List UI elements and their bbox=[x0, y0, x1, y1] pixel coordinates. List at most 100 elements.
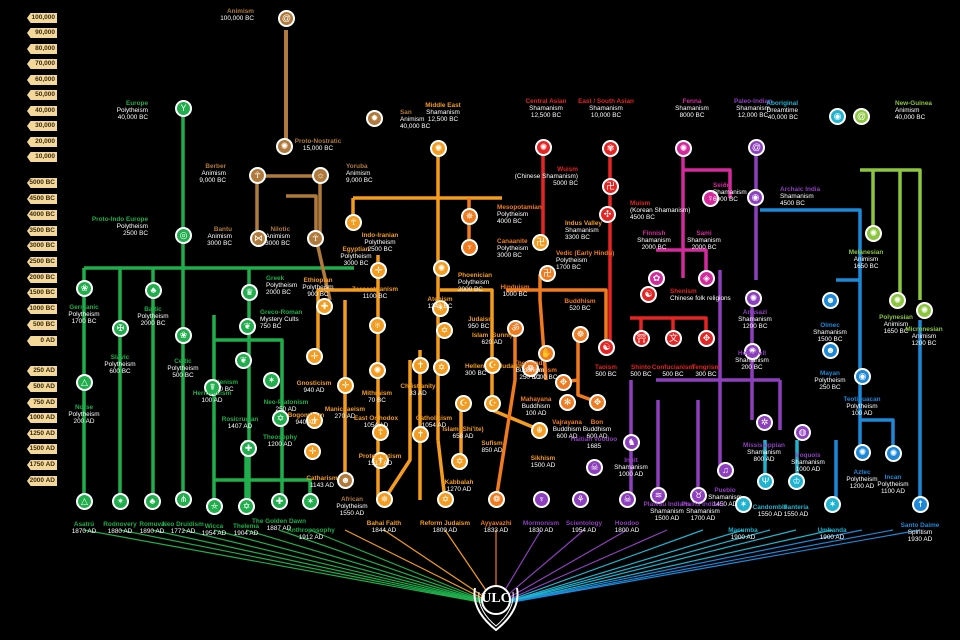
node-date: 1500 AD bbox=[654, 515, 680, 523]
node-type: Shamanism bbox=[426, 109, 460, 117]
node-date: 1407 AD bbox=[227, 423, 253, 431]
node-date: 1200 BC bbox=[911, 340, 937, 348]
node-name: Kabbalah bbox=[444, 479, 474, 486]
node-name: Ethiopian bbox=[303, 277, 333, 284]
node-name: Shenism bbox=[670, 288, 697, 295]
node-date: 1890 AD bbox=[139, 528, 165, 536]
node-type: Shamanism bbox=[813, 329, 847, 337]
node-type: Polytheism bbox=[497, 211, 529, 219]
node-date: 1000 BC bbox=[502, 291, 528, 299]
node-date: 1550 AD bbox=[783, 511, 809, 519]
node-date: 12,500 BC bbox=[530, 112, 562, 120]
node-name: Mahayana bbox=[520, 396, 552, 403]
node-type: Shamanism bbox=[650, 508, 684, 516]
node-date: 2000 BC bbox=[641, 244, 667, 252]
node-name: Greek bbox=[266, 275, 285, 282]
node-date: 1887 AD bbox=[266, 525, 292, 533]
node-date: 1348 BC bbox=[427, 303, 453, 311]
node-date: 600 BC bbox=[109, 368, 131, 376]
node-name: Atenism bbox=[427, 296, 453, 303]
lineage-line bbox=[382, 360, 412, 501]
cross-icon: ✝ bbox=[412, 426, 429, 443]
rose-cross-icon: ✚ bbox=[240, 440, 257, 457]
cross-circle-icon: ✛ bbox=[337, 377, 354, 394]
node-type: Polytheism bbox=[68, 311, 100, 319]
node-name: Sufism bbox=[481, 440, 503, 447]
node-name: Wuism bbox=[557, 166, 578, 173]
node-date: 2500 BC bbox=[367, 246, 393, 254]
timescale-tag: 500 AD bbox=[27, 382, 57, 392]
node-name: Plains Indians bbox=[681, 501, 725, 508]
node-name: Theosophy bbox=[262, 434, 298, 441]
lineage-line bbox=[316, 288, 378, 360]
figure-icon: Y bbox=[175, 100, 192, 117]
helmet-icon: ♛ bbox=[241, 284, 258, 301]
node-name: San bbox=[400, 109, 412, 116]
faravahar-icon: ♅ bbox=[369, 317, 386, 334]
sun-icon: ✺ bbox=[885, 445, 902, 462]
lineage-line bbox=[495, 529, 668, 606]
node-type: (Korean Shamanism) bbox=[630, 207, 691, 215]
cross-circle-icon: ✛ bbox=[306, 348, 323, 365]
node-date: 40,000 BC bbox=[400, 123, 431, 131]
sun-icon: ✺ bbox=[430, 140, 447, 157]
node-date: 250 BC bbox=[819, 384, 841, 392]
lineage-line bbox=[494, 320, 517, 501]
node-type: Buddhism bbox=[515, 367, 545, 375]
triskele-icon: ❀ bbox=[76, 280, 93, 297]
timescale-tag: 60,000 BC bbox=[27, 75, 57, 85]
node-date: 5000 BC bbox=[553, 180, 578, 188]
kolovrat-icon: ✴ bbox=[112, 493, 129, 510]
node-date: 3000 BC bbox=[207, 240, 232, 248]
pentacle-icon: ⛤ bbox=[206, 498, 223, 515]
node-name: Sikhism bbox=[530, 455, 556, 462]
sun-icon: ✺ bbox=[535, 139, 552, 156]
valknut-icon: △ bbox=[76, 493, 93, 510]
node-name: Hinduism bbox=[500, 284, 530, 291]
node-name: Tengrism bbox=[691, 364, 721, 371]
star-icon: ✶ bbox=[735, 496, 752, 513]
node-name: Phoenician bbox=[458, 272, 493, 279]
node-name: Hermeticism bbox=[192, 390, 232, 397]
spiral-icon: @ bbox=[278, 10, 295, 27]
timescale-tag: 90,000 BC bbox=[27, 28, 57, 38]
node-type: Spiritism bbox=[907, 529, 933, 537]
timescale-tag: 40,000 BC bbox=[27, 106, 57, 116]
lineage-line bbox=[119, 529, 497, 606]
node-date: 8000 BC bbox=[679, 112, 705, 120]
node-name: Inuit bbox=[624, 457, 638, 464]
node-name: Mississippian bbox=[743, 442, 785, 449]
lotus-icon: ❁ bbox=[488, 491, 505, 508]
node-name: Baltic bbox=[144, 306, 162, 313]
timescale-tag: 30,000 BC bbox=[27, 121, 57, 131]
node-name: Christianity bbox=[400, 383, 436, 390]
double-cross-icon: ☨ bbox=[912, 496, 929, 513]
node-name: Bahai Faith bbox=[366, 520, 402, 527]
node-date: 500 BC bbox=[595, 371, 617, 379]
swastika-icon: 卍 bbox=[539, 265, 556, 282]
node-type: Polytheism bbox=[104, 361, 136, 369]
node-date: 1054 AD bbox=[421, 422, 447, 430]
node-name: Polynesian bbox=[879, 314, 913, 321]
node-type: Polytheism bbox=[846, 403, 878, 411]
node-name: Islam (Sunni) bbox=[471, 332, 513, 339]
eye-icon: ◉ bbox=[854, 368, 871, 385]
